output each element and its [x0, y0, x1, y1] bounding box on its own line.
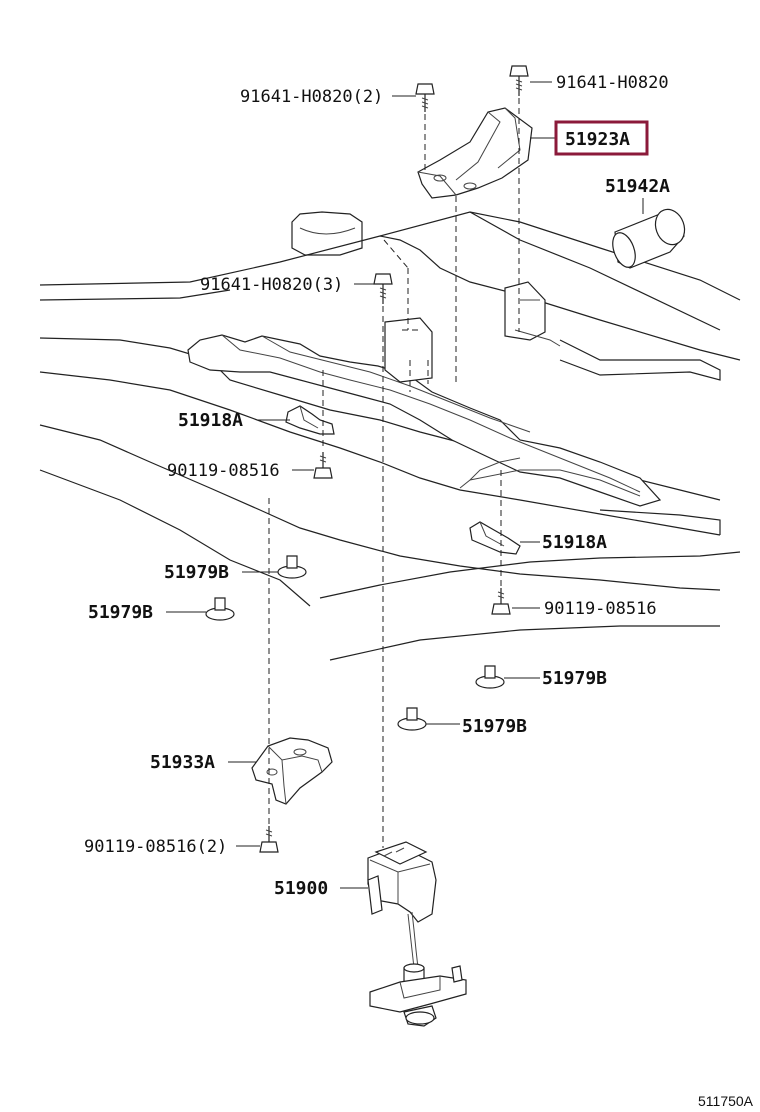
leader-lines [166, 81, 644, 889]
highlight-box [554, 120, 649, 156]
callout-51979b-a[interactable]: 51979B [164, 562, 229, 583]
vehicle-frame [39, 211, 741, 661]
clamp-51918a-left [285, 405, 335, 435]
callout-51918a-left[interactable]: 51918A [178, 410, 243, 431]
diagram-code: 511750A [698, 1093, 754, 1109]
callout-51979b-b[interactable]: 51979B [88, 602, 153, 623]
carrier-51900 [367, 841, 467, 1027]
callout-51900[interactable]: 51900 [274, 878, 328, 899]
callout-91641-h0820-3[interactable]: 91641-H0820(3) [200, 275, 343, 295]
callout-51918a-right[interactable]: 51918A [542, 532, 607, 553]
callout-90119-08516-2[interactable]: 90119-08516(2) [84, 837, 227, 857]
alignment-lines [268, 98, 520, 848]
washer-51979b-d [397, 707, 427, 731]
callout-51933a[interactable]: 51933A [150, 752, 215, 773]
sleeve-51942a [612, 208, 686, 269]
callout-51979b-d[interactable]: 51979B [462, 716, 527, 737]
callout-91641-h0820-2[interactable]: 91641-H0820(2) [240, 87, 383, 107]
bracket-51933a [251, 737, 333, 805]
clamp-51918a-right [469, 521, 521, 555]
bolt-icons [259, 65, 529, 853]
bracket-51923a [417, 107, 533, 199]
washer-51979b-b [205, 597, 235, 621]
washer-icons [205, 555, 505, 731]
callout-90119-08516-right[interactable]: 90119-08516 [544, 599, 657, 619]
callout-51942a[interactable]: 51942A [605, 176, 670, 197]
callout-51923a[interactable]: 51923A [565, 129, 630, 150]
washer-51979b-c [475, 665, 505, 689]
callout-90119-08516-left[interactable]: 90119-08516 [167, 461, 280, 481]
callout-91641-h0820[interactable]: 91641-H0820 [556, 73, 669, 93]
callout-51979b-c[interactable]: 51979B [542, 668, 607, 689]
callout-labels: 91641-H0820(2) 91641-H0820 51923A 51942A… [84, 73, 754, 1109]
washer-51979b-a [277, 555, 307, 579]
